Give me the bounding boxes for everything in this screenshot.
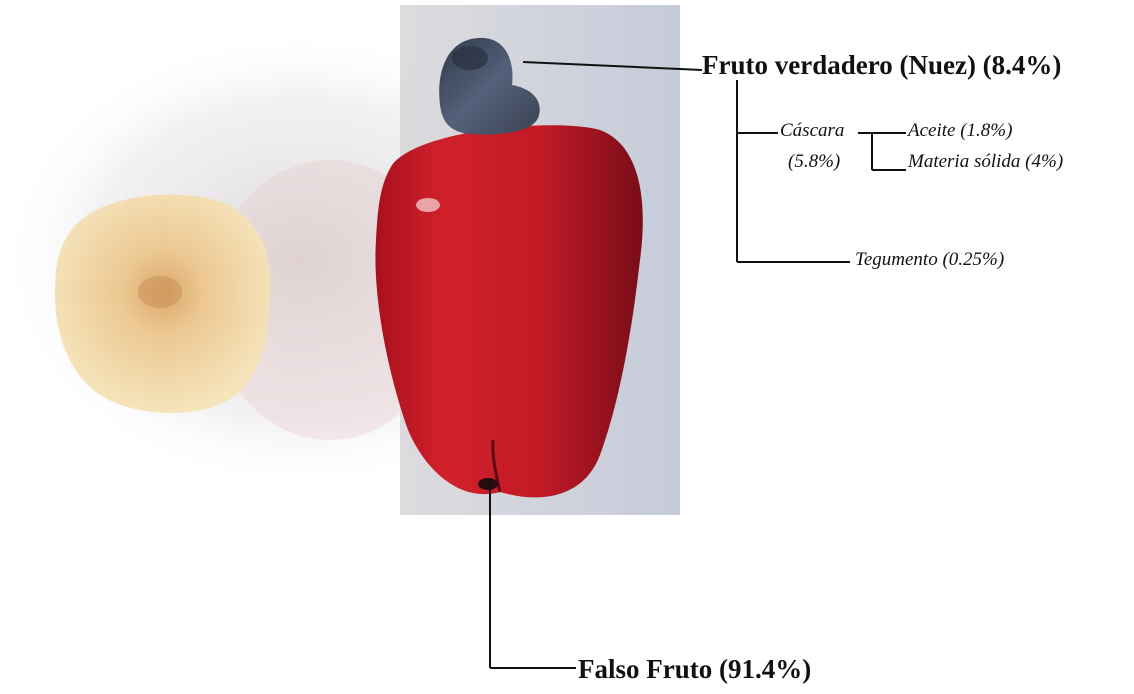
- solid-matter-label: Materia sólida (4%): [908, 152, 1063, 171]
- true-fruit-label: Fruto verdadero (Nuez) (8.4%): [702, 52, 1061, 79]
- oil-label: Aceite (1.8%): [908, 121, 1012, 140]
- tegument-label: Tegumento (0.25%): [855, 250, 1004, 269]
- false-fruit-label: Falso Fruto (91.4%): [578, 656, 811, 683]
- shell-percent-label: (5.8%): [788, 152, 840, 171]
- shell-label: Cáscara: [780, 121, 844, 140]
